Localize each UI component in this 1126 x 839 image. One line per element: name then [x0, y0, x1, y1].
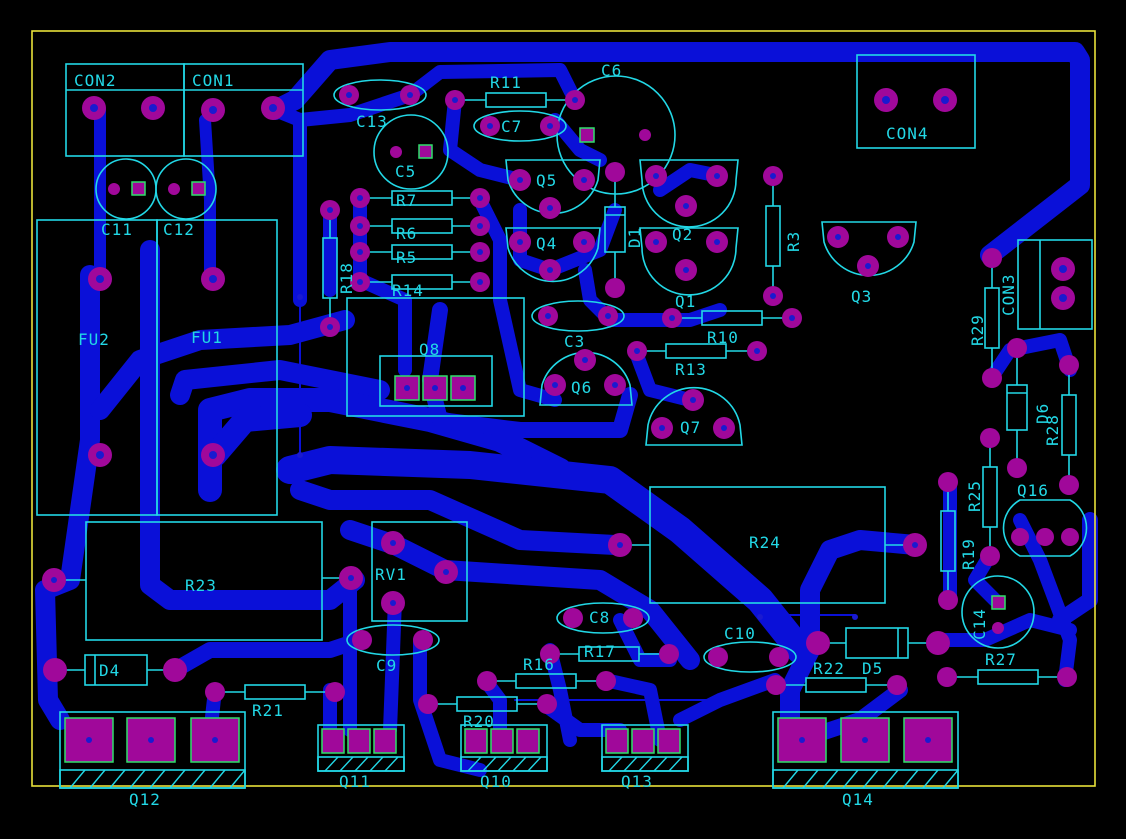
- label-fu1: FU1: [191, 328, 223, 347]
- d6-body: [1006, 384, 1028, 431]
- label-r18: R18: [337, 262, 356, 294]
- c12-outline: [155, 158, 217, 220]
- label-r7: R7: [396, 191, 417, 210]
- r29-body: [984, 287, 1000, 349]
- q4-outline: [505, 227, 601, 283]
- c7-outline: [473, 110, 567, 142]
- silkscreen-layer: [36, 54, 1093, 789]
- fu1-outline: [156, 219, 278, 516]
- c8-outline: [556, 602, 650, 634]
- c5-outline: [373, 114, 449, 190]
- label-c5: C5: [395, 162, 416, 181]
- label-c9: C9: [376, 656, 397, 675]
- label-q6: Q6: [571, 378, 592, 397]
- con3-outline: [1017, 239, 1093, 330]
- label-con3: CON3: [999, 273, 1018, 316]
- label-c7: C7: [501, 117, 522, 136]
- label-r13: R13: [675, 360, 707, 379]
- label-q16: Q16: [1017, 481, 1049, 500]
- label-r28: R28: [1043, 414, 1062, 446]
- label-c10: C10: [724, 624, 756, 643]
- board-outline: [31, 30, 1096, 787]
- label-con2: CON2: [74, 71, 117, 90]
- c10-outline: [703, 641, 797, 673]
- label-q12: Q12: [129, 790, 161, 809]
- r20-body: [456, 696, 518, 712]
- label-r22: R22: [813, 659, 845, 678]
- label-c13: C13: [356, 112, 388, 131]
- q1-outline: [639, 227, 739, 296]
- label-q4: Q4: [536, 234, 557, 253]
- label-r27: R27: [985, 650, 1017, 669]
- label-q2: Q2: [672, 225, 693, 244]
- r22-body: [805, 677, 867, 693]
- label-r6: R6: [396, 224, 417, 243]
- label-r5: R5: [396, 248, 417, 267]
- label-c3: C3: [564, 332, 585, 351]
- label-r20: R20: [463, 712, 495, 731]
- label-r19: R19: [959, 538, 978, 570]
- c3-outline: [531, 300, 625, 332]
- q8-outline: [346, 297, 525, 417]
- label-r29: R29: [968, 314, 987, 346]
- con1-outline: [183, 63, 304, 157]
- r16-body: [515, 673, 577, 689]
- r23-outline: [85, 521, 323, 641]
- label-r24: R24: [749, 533, 781, 552]
- label-con1: CON1: [192, 71, 235, 90]
- label-r23: R23: [185, 576, 217, 595]
- r11-body: [485, 92, 547, 108]
- label-d4: D4: [99, 661, 120, 680]
- r28-body: [1061, 394, 1077, 456]
- label-c8: C8: [589, 608, 610, 627]
- label-r11: R11: [490, 73, 522, 92]
- label-c14: C14: [970, 608, 989, 640]
- label-d5: D5: [862, 659, 883, 678]
- label-r3: R3: [784, 231, 803, 252]
- c14-outline: [961, 575, 1035, 649]
- label-q10: Q10: [480, 772, 512, 791]
- label-q5: Q5: [536, 171, 557, 190]
- label-r10: R10: [707, 328, 739, 347]
- r27-body: [977, 669, 1039, 685]
- label-r17: R17: [584, 642, 616, 661]
- r21-body: [244, 684, 306, 700]
- label-r16: R16: [523, 655, 555, 674]
- label-q8: Q8: [419, 340, 440, 359]
- r3-body: [765, 205, 781, 267]
- reference-designators: CON2 CON1 CON4 CON3 C13 R11 C6 C7 C5 C11…: [74, 61, 1062, 809]
- label-q11: Q11: [339, 772, 371, 791]
- con4-outline: [856, 54, 976, 149]
- label-q13: Q13: [621, 772, 653, 791]
- label-r25: R25: [965, 480, 984, 512]
- q16-outline: [1002, 499, 1088, 557]
- label-c12: C12: [163, 220, 195, 239]
- q2-outline: [639, 159, 739, 228]
- label-c6: C6: [601, 61, 622, 80]
- label-r14: R14: [392, 281, 424, 300]
- label-q1: Q1: [675, 292, 696, 311]
- rv1-outline: [371, 521, 468, 622]
- label-d1: D1: [625, 227, 644, 248]
- pads-layer: [42, 85, 1079, 763]
- c9-outline: [346, 624, 440, 656]
- label-con4: CON4: [886, 124, 929, 143]
- label-d6: D6: [1033, 403, 1052, 424]
- r25-body: [982, 466, 998, 528]
- q7-outline: [645, 386, 743, 446]
- label-fu2: FU2: [78, 330, 110, 349]
- label-q7: Q7: [680, 418, 701, 437]
- c13-outline: [333, 79, 427, 111]
- label-q3: Q3: [851, 287, 872, 306]
- label-rv1: RV1: [375, 565, 407, 584]
- hatch-marks: [69, 756, 959, 789]
- label-q14: Q14: [842, 790, 874, 809]
- label-c11: C11: [101, 220, 133, 239]
- label-r21: R21: [252, 701, 284, 720]
